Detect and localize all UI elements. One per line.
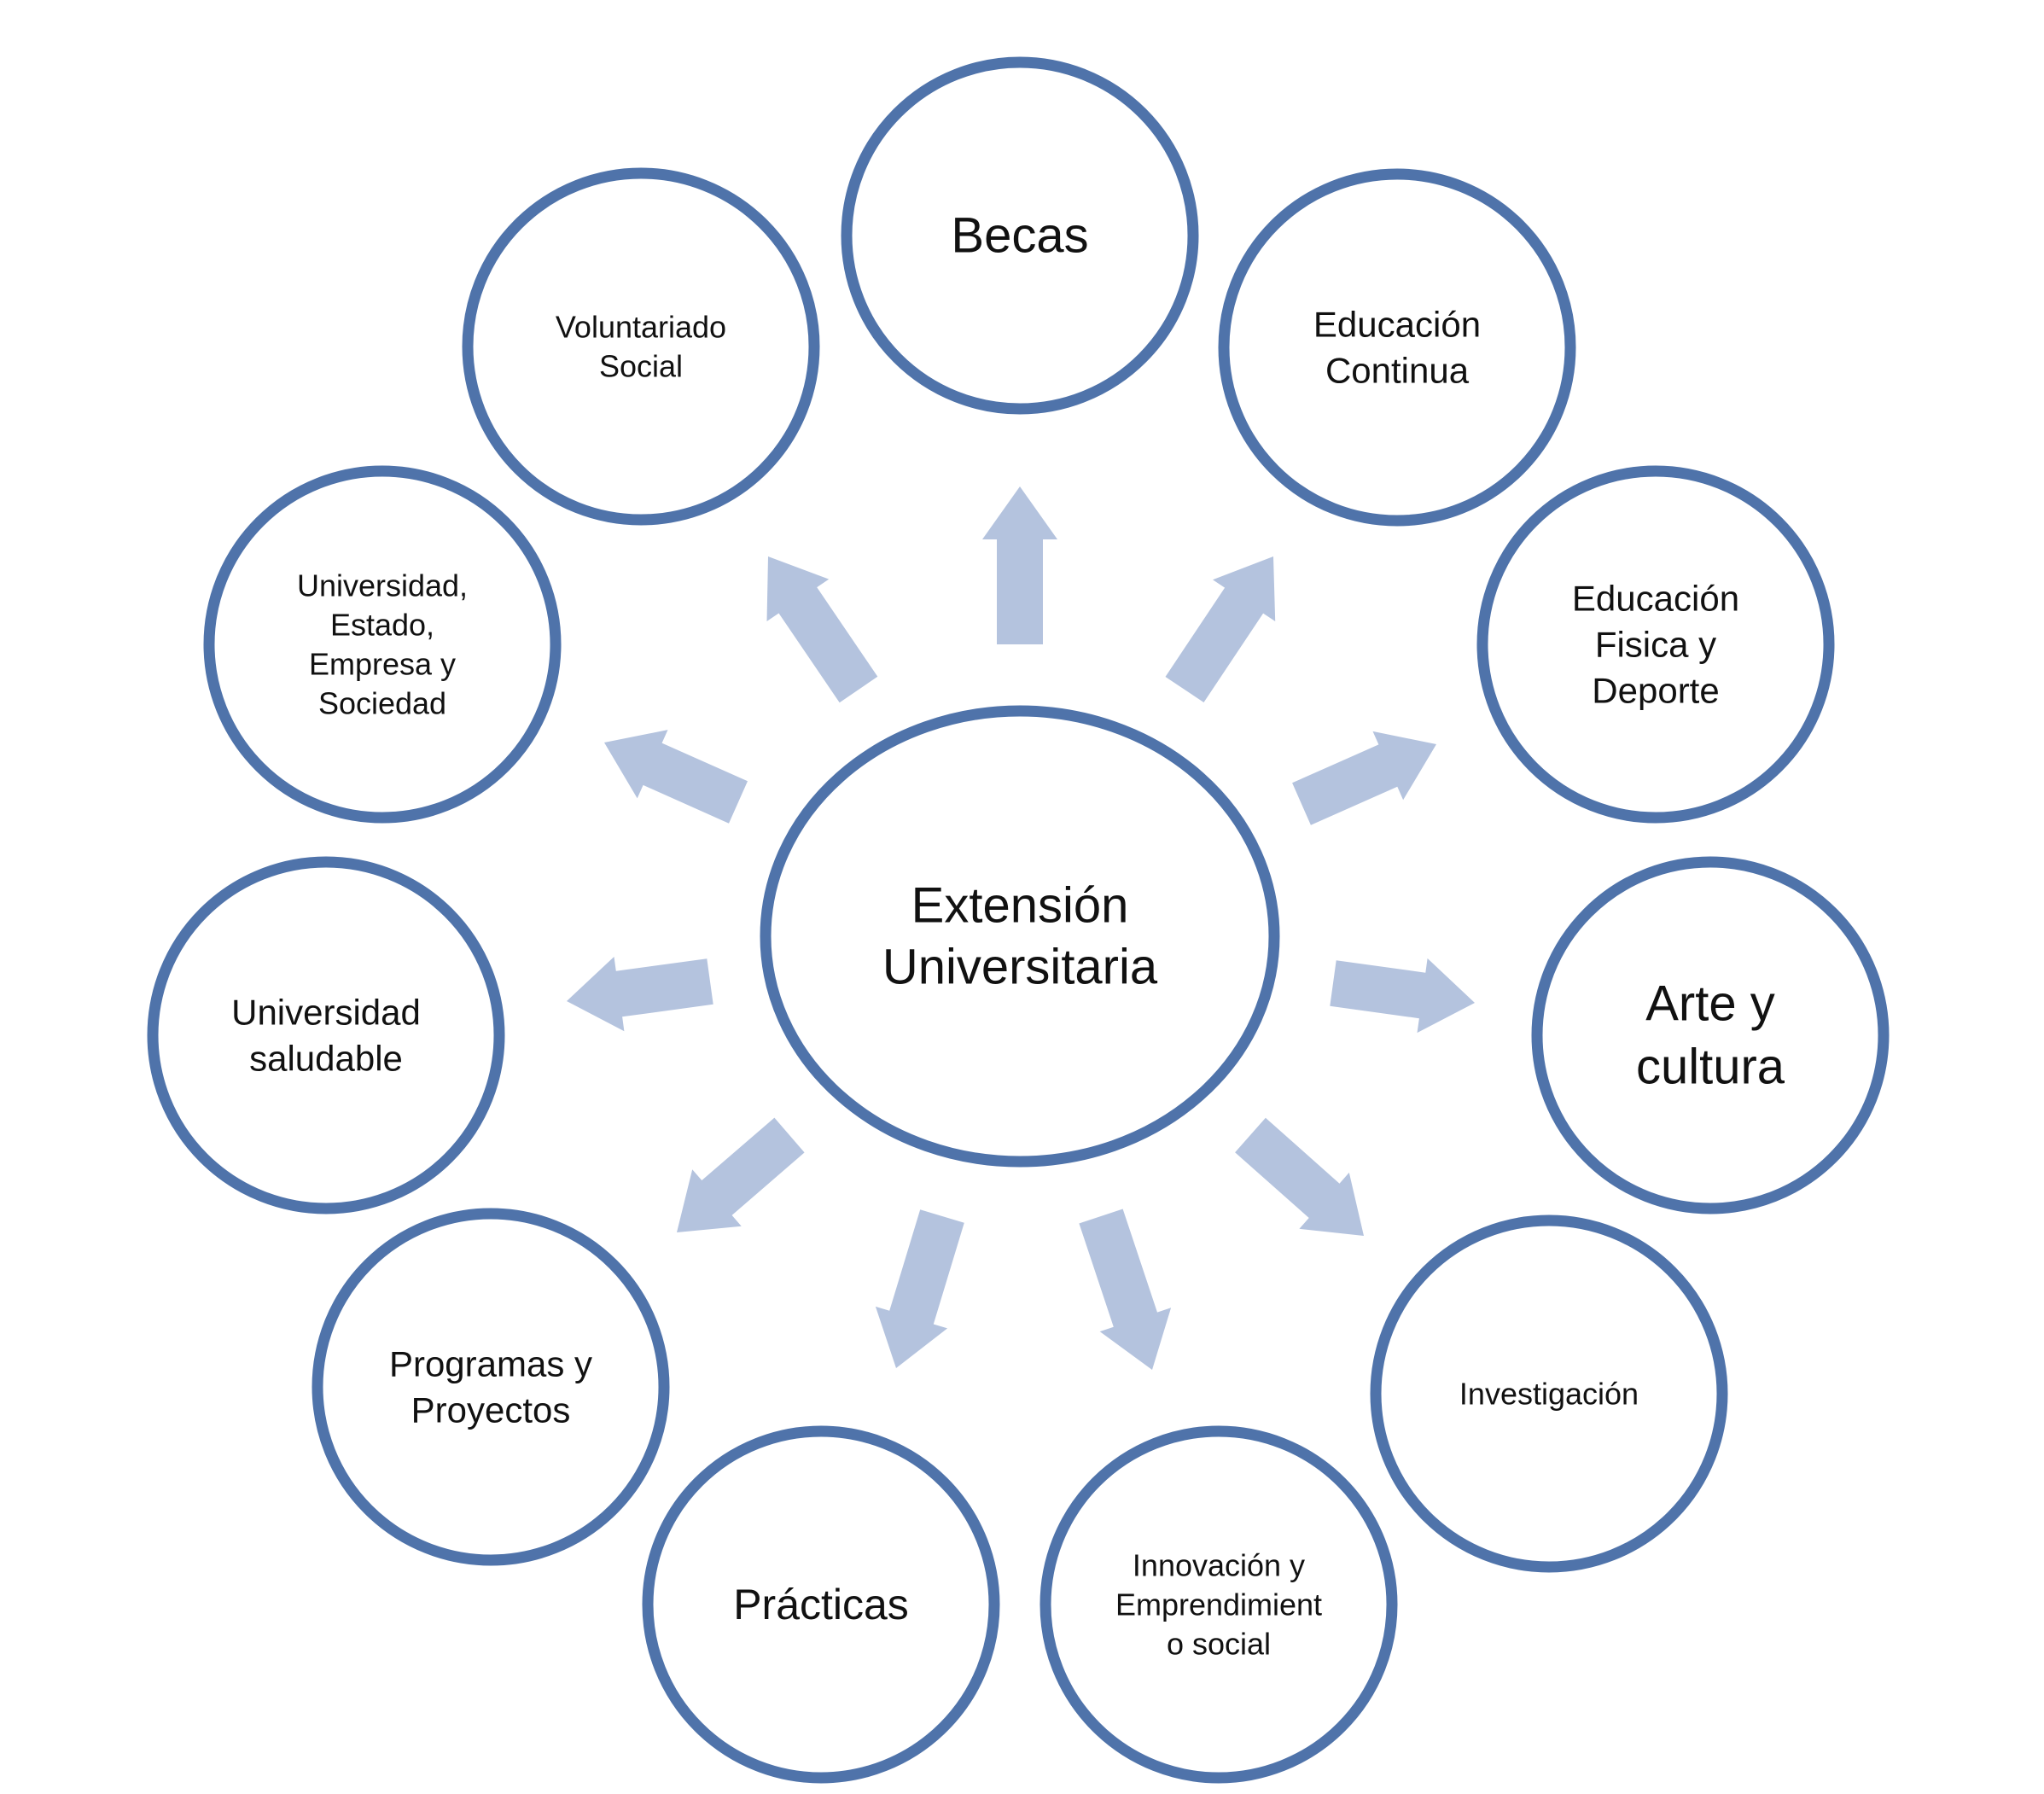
node-programas-proyectos: Programas y Proyectos bbox=[312, 1208, 670, 1566]
node-circle-educacion-continua bbox=[1218, 168, 1576, 527]
node-universidad-estado-empresa-sociedad-label-line: Sociedad bbox=[318, 686, 446, 721]
node-programas-proyectos-label-line: Programas y bbox=[389, 1344, 592, 1384]
node-practicas-label-line: Prácticas bbox=[733, 1581, 909, 1628]
node-circle-voluntariado-social bbox=[462, 167, 820, 526]
node-educacion-continua-label-line: Educación bbox=[1313, 305, 1481, 345]
node-investigacion-label-line: Investigación bbox=[1459, 1377, 1639, 1412]
node-circle-investigacion bbox=[1370, 1214, 1728, 1573]
arrows-layer bbox=[567, 486, 1475, 1370]
node-innovacion-emprendimiento: Innovación y Emprendimient o social bbox=[1039, 1425, 1398, 1784]
node-innovacion-emprendimiento-label-line: Innovación y bbox=[1133, 1548, 1305, 1583]
arrow-to-educacion-fisica-deporte bbox=[1292, 731, 1436, 825]
node-circle-practicas bbox=[642, 1425, 1000, 1784]
node-educacion-continua-label-line: Continua bbox=[1325, 351, 1470, 391]
arrow-to-innovacion-emprendimiento bbox=[1079, 1209, 1172, 1370]
node-circle-innovacion-emprendimiento bbox=[1039, 1425, 1398, 1784]
node-universidad-saludable-label-line: saludable bbox=[249, 1039, 403, 1079]
node-innovacion-emprendimiento-label-line: Emprendimient bbox=[1115, 1587, 1322, 1622]
node-circle-educacion-fisica-deporte bbox=[1476, 465, 1835, 824]
node-educacion-fisica-deporte-label-line: Deporte bbox=[1592, 671, 1719, 711]
node-educacion-fisica-deporte-label-line: Fisica y bbox=[1595, 625, 1716, 665]
node-practicas: Prácticas bbox=[642, 1425, 1000, 1784]
node-universidad-saludable: Universidad saludable bbox=[147, 856, 505, 1214]
node-circle-becas bbox=[841, 56, 1199, 415]
arrow-to-programas-proyectos bbox=[677, 1117, 805, 1232]
arrow-to-educacion-continua bbox=[1165, 556, 1276, 702]
node-arte-cultura-label-line: cultura bbox=[1636, 1040, 1785, 1095]
node-universidad-estado-empresa-sociedad-label-line: Estado, bbox=[330, 608, 434, 643]
arrow-to-practicas bbox=[875, 1209, 964, 1368]
arrow-to-universidad-saludable bbox=[567, 957, 713, 1032]
node-voluntariado-social-label-line: Voluntariado bbox=[556, 310, 726, 345]
node-circle-universidad-saludable bbox=[147, 856, 505, 1214]
node-universidad-estado-empresa-sociedad-label-line: Empresa y bbox=[309, 647, 456, 682]
center-label-line: Universitaria bbox=[882, 940, 1158, 995]
node-universidad-estado-empresa-sociedad: Universidad, Estado, Empresa y Sociedad bbox=[203, 465, 562, 824]
arrow-to-universidad-estado-empresa-sociedad bbox=[604, 730, 748, 824]
node-educacion-fisica-deporte-label-line: Educación bbox=[1572, 579, 1739, 619]
node-becas-label-line: Becas bbox=[951, 208, 1088, 264]
node-arte-cultura: Arte y cultura bbox=[1531, 856, 1890, 1214]
node-circle-programas-proyectos bbox=[312, 1208, 670, 1566]
node-universidad-saludable-label-line: Universidad bbox=[231, 993, 421, 1033]
arrow-to-arte-cultura bbox=[1330, 958, 1475, 1034]
node-circle-arte-cultura bbox=[1531, 856, 1890, 1214]
arrow-to-becas bbox=[982, 486, 1057, 644]
node-becas: Becas bbox=[841, 56, 1199, 415]
center-label-line: Extensión bbox=[911, 878, 1129, 934]
node-innovacion-emprendimiento-label-line: o social bbox=[1167, 1627, 1271, 1662]
node-programas-proyectos-label-line: Proyectos bbox=[411, 1390, 571, 1430]
node-universidad-estado-empresa-sociedad-label-line: Universidad, bbox=[297, 568, 468, 603]
node-circle-universidad-estado-empresa-sociedad bbox=[203, 465, 562, 824]
node-arte-cultura-label-line: Arte y bbox=[1645, 976, 1775, 1032]
center-ellipse bbox=[760, 705, 1280, 1168]
arrow-to-investigacion bbox=[1235, 1117, 1364, 1236]
node-investigacion: Investigación bbox=[1370, 1214, 1728, 1573]
arrow-to-voluntariado-social bbox=[766, 556, 878, 703]
node-voluntariado-social-label-line: Social bbox=[599, 349, 683, 384]
